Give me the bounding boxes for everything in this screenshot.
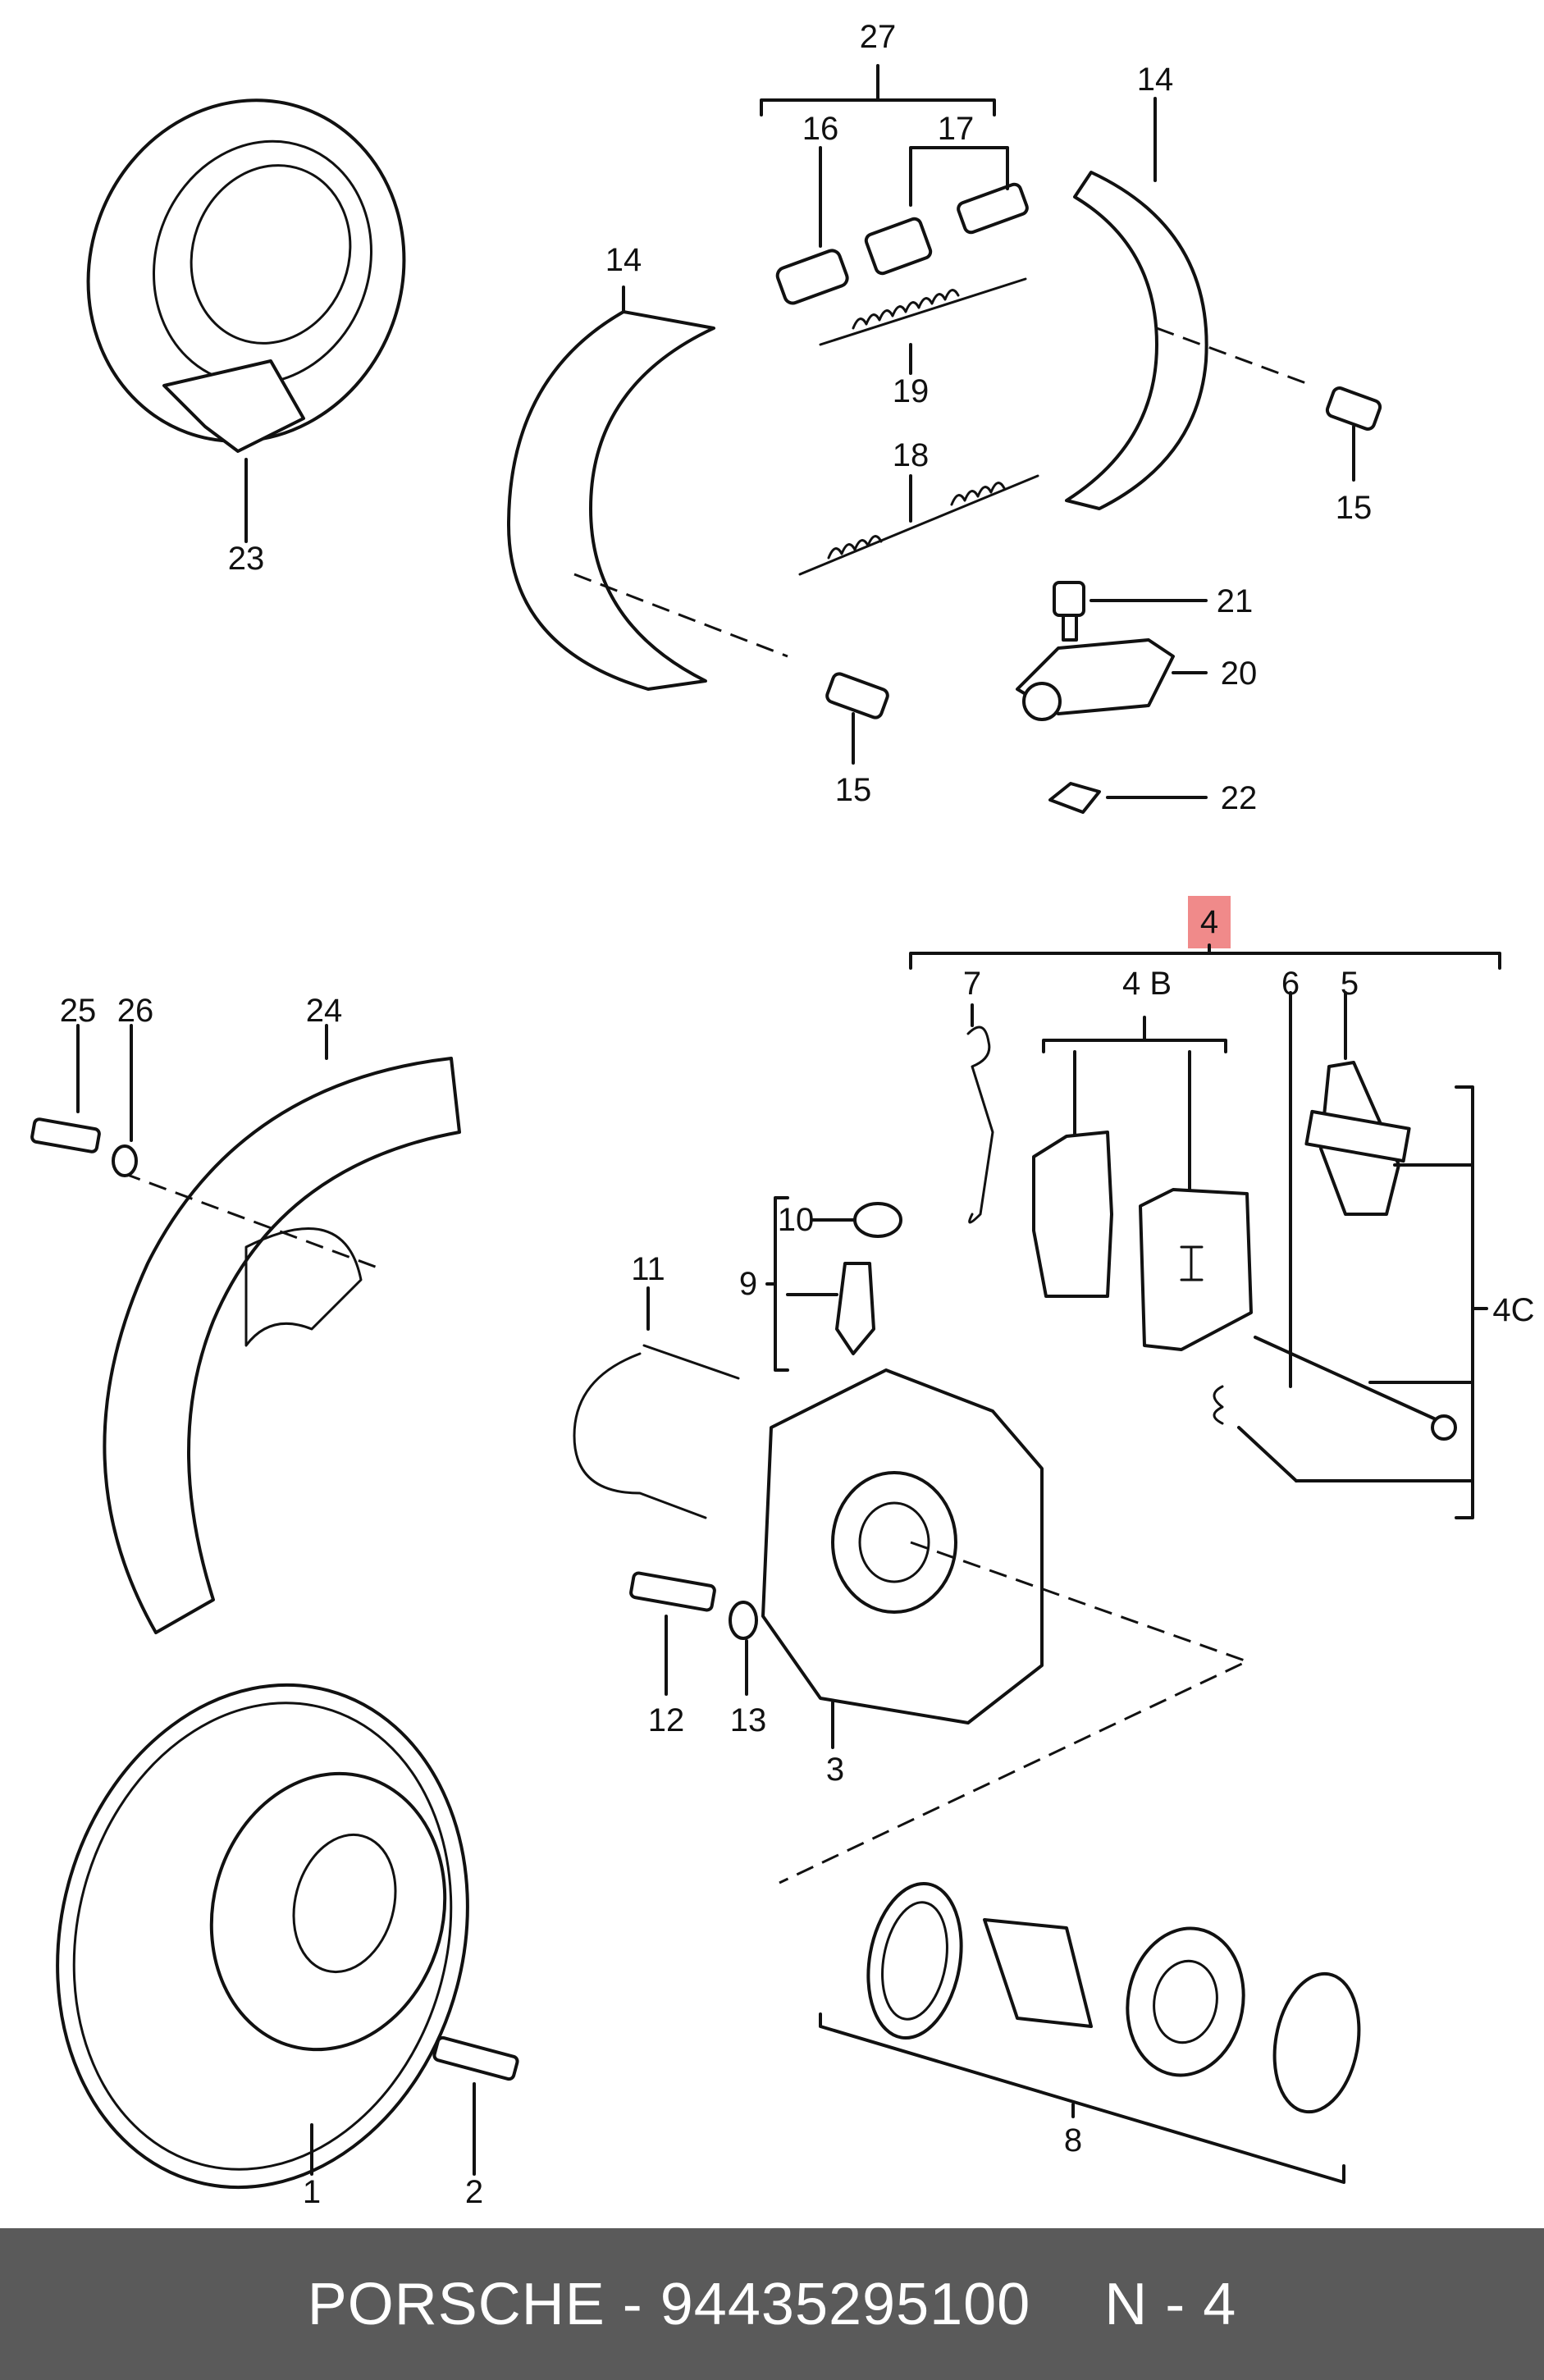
callout-7: 7 bbox=[963, 966, 981, 1002]
brake-pads-drawing bbox=[1032, 1016, 1253, 1351]
bleeder-drawing bbox=[765, 1196, 902, 1372]
callout-17: 17 bbox=[938, 111, 975, 147]
clip-drawing bbox=[966, 1003, 994, 1224]
brake-parts-diagram: 27 16 17 14 14 19 18 15 15 21 20 22 23 4… bbox=[30, 19, 1535, 2210]
callout-3: 3 bbox=[826, 1752, 844, 1788]
piston-seal-kit-drawing bbox=[819, 1881, 1361, 2184]
brake-shoe-left-drawing bbox=[507, 286, 788, 691]
callout-14-right: 14 bbox=[1137, 62, 1174, 98]
lever-parts-drawing bbox=[1016, 581, 1208, 814]
bolt-washer-drawing bbox=[629, 1571, 758, 1696]
spring-pins-drawing bbox=[825, 386, 1382, 765]
bolt-and-washer-small-drawing bbox=[30, 1024, 138, 1177]
callout-10: 10 bbox=[778, 1202, 815, 1238]
callout-25: 25 bbox=[60, 993, 97, 1029]
callout-13: 13 bbox=[730, 1702, 767, 1738]
adjuster-group-drawing bbox=[760, 64, 1029, 305]
callout-11: 11 bbox=[631, 1251, 665, 1287]
callout-4: 4 bbox=[1200, 904, 1218, 940]
callout-15-left: 15 bbox=[835, 772, 872, 808]
footer-part-number: PORSCHE - 94435295100 bbox=[307, 2271, 1031, 2337]
callout-18: 18 bbox=[893, 437, 930, 473]
callout-16: 16 bbox=[802, 111, 839, 147]
backing-plate-drawing bbox=[86, 98, 406, 543]
callout-15-right: 15 bbox=[1336, 490, 1373, 526]
dust-shield-drawing bbox=[103, 1024, 461, 1634]
callout-4b: 4 B bbox=[1122, 966, 1172, 1002]
callout-12: 12 bbox=[648, 1702, 685, 1738]
hardware-kit-drawing bbox=[1213, 991, 1488, 1519]
brake-shoe-right-drawing bbox=[1065, 97, 1313, 510]
callout-2: 2 bbox=[465, 2174, 483, 2210]
callout-14-left: 14 bbox=[605, 242, 642, 278]
brake-disc-drawing bbox=[56, 1683, 469, 2190]
footer-reference: N - 4 bbox=[1104, 2271, 1237, 2337]
disc-screw-drawing bbox=[432, 2035, 519, 2176]
callout-6: 6 bbox=[1281, 966, 1300, 1002]
callout-27: 27 bbox=[860, 19, 897, 55]
caliper-drawing bbox=[761, 1368, 1250, 1884]
highlight-box bbox=[1188, 896, 1231, 948]
callout-26: 26 bbox=[117, 993, 154, 1029]
callout-22: 22 bbox=[1221, 780, 1258, 816]
callout-5: 5 bbox=[1341, 966, 1359, 1002]
callout-24: 24 bbox=[306, 993, 343, 1029]
callout-19: 19 bbox=[893, 373, 930, 409]
spring-clip-drawing bbox=[573, 1286, 740, 1519]
callout-1: 1 bbox=[303, 2174, 321, 2210]
callout-23: 23 bbox=[228, 541, 265, 577]
callout-8: 8 bbox=[1064, 2122, 1082, 2158]
callout-21: 21 bbox=[1217, 583, 1254, 619]
callout-4c: 4C bbox=[1492, 1292, 1534, 1328]
footer-bar: PORSCHE - 94435295100 N - 4 bbox=[0, 2228, 1544, 2380]
springs-drawing bbox=[798, 277, 1039, 576]
callout-9: 9 bbox=[739, 1266, 757, 1302]
callout-20: 20 bbox=[1221, 656, 1258, 692]
